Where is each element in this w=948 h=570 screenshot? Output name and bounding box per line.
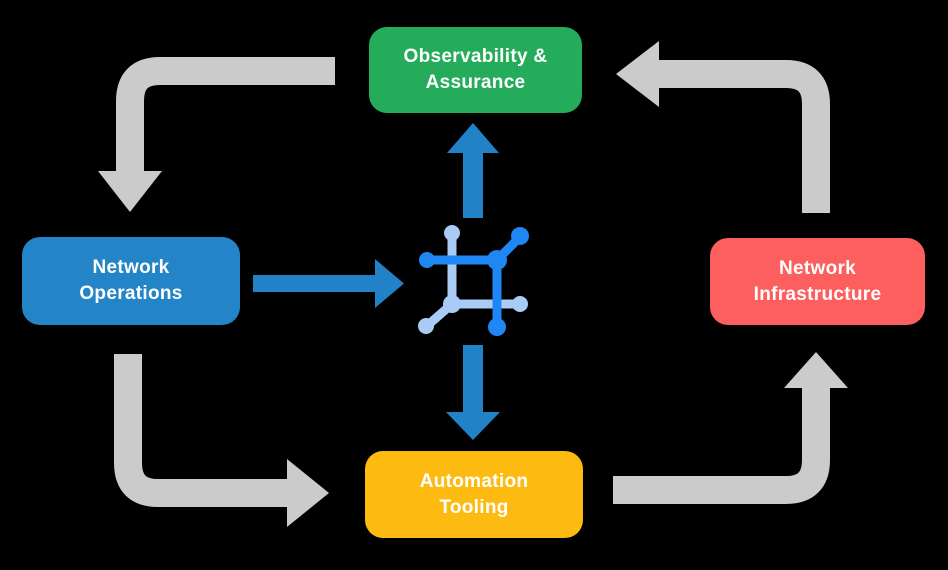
box-label-line: Tooling bbox=[439, 496, 509, 518]
box-label-line: Automation bbox=[419, 470, 529, 492]
icon-node-top bbox=[444, 225, 460, 241]
arrow-observability-to-operations bbox=[98, 57, 335, 212]
arrow-automation-to-infrastructure bbox=[613, 352, 848, 504]
icon-node-bottom bbox=[488, 318, 506, 336]
network-hub-icon-dark-lines bbox=[419, 227, 529, 336]
box-label-line: Observability & bbox=[403, 46, 548, 68]
box-label-line: Network bbox=[778, 257, 857, 279]
box-network-infrastructure: Network Infrastructure bbox=[710, 238, 925, 325]
box-label-line: Network bbox=[92, 257, 170, 279]
arrow-head bbox=[784, 352, 848, 388]
icon-node-top-right bbox=[511, 227, 529, 245]
arrow-shaft bbox=[658, 60, 830, 213]
icon-joint-top-right bbox=[487, 250, 507, 270]
icon-node-right bbox=[512, 296, 528, 312]
box-label-line: Operations bbox=[79, 283, 183, 304]
box-label-line: Assurance bbox=[425, 72, 526, 93]
arrow-center-to-automation bbox=[446, 345, 500, 440]
network-hub-icon bbox=[418, 225, 529, 336]
arrow-shaft bbox=[116, 57, 335, 172]
arrow-head bbox=[98, 171, 162, 212]
icon-joint-bottom-left bbox=[443, 295, 461, 313]
arrow-head bbox=[616, 41, 659, 107]
box-observability-assurance: Observability & Assurance bbox=[369, 27, 582, 113]
icon-node-bottom-left bbox=[418, 318, 434, 334]
arrow-head bbox=[287, 459, 329, 527]
arrow-operations-to-center bbox=[253, 259, 404, 308]
icon-node-left bbox=[419, 252, 435, 268]
box-network-operations: Network Operations bbox=[22, 237, 240, 325]
network-hub-icon-light-lines bbox=[418, 225, 528, 334]
arrow-center-to-observability bbox=[447, 123, 499, 218]
arrow-shaft bbox=[114, 354, 288, 507]
arrow-shaft bbox=[613, 388, 830, 504]
box-label-line: Infrastructure bbox=[753, 283, 882, 305]
arrow-infrastructure-to-observability bbox=[616, 41, 830, 213]
box-automation-tooling: Automation Tooling bbox=[365, 451, 583, 538]
arrow-operations-to-automation bbox=[114, 354, 329, 527]
